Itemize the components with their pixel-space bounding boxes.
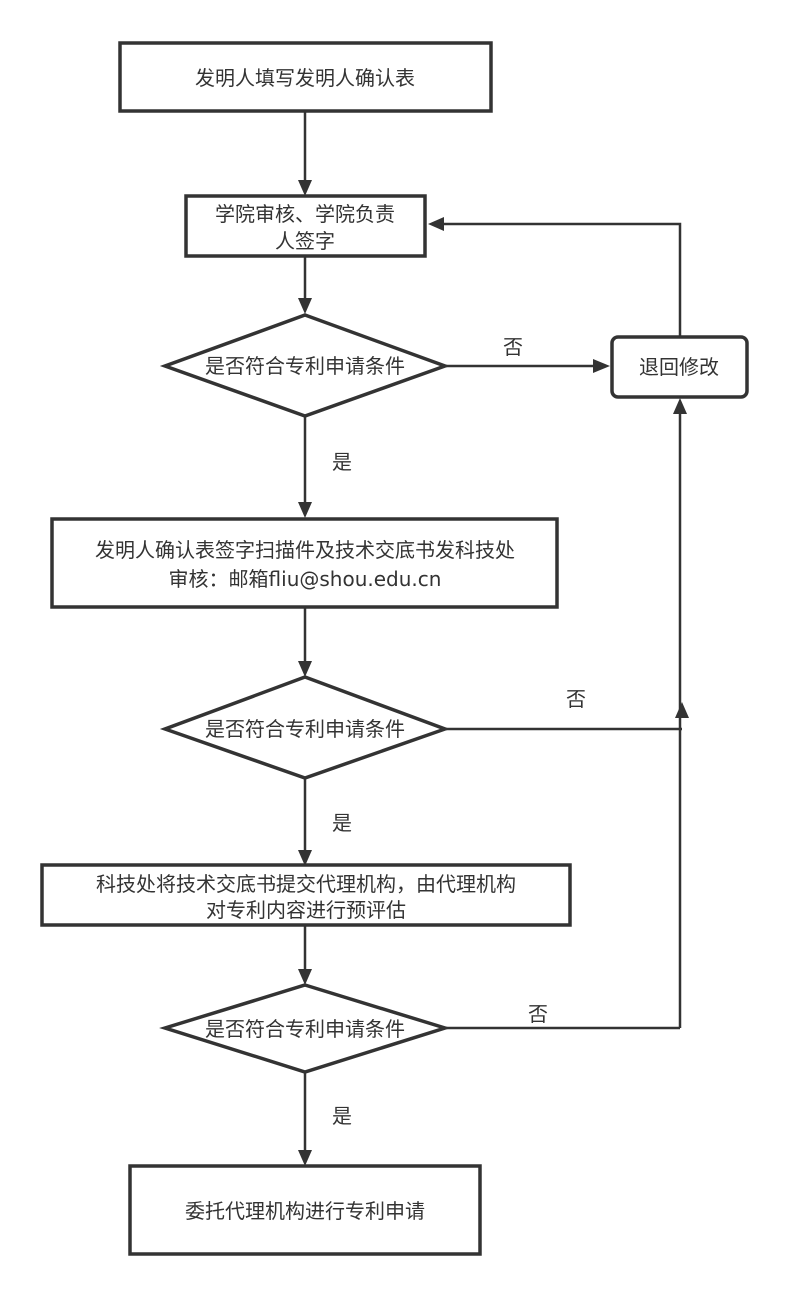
arrowhead-d3-n5 (298, 1150, 312, 1166)
edge-label-d2-yes: 是 (332, 811, 352, 835)
edge-label-d3-yes: 是 (332, 1104, 352, 1128)
arrowhead-d1-r (593, 359, 610, 373)
arrowhead-d1-n3 (298, 502, 312, 518)
node-d2: 是否符合专利申请条件 (159, 675, 451, 780)
arrowhead-d2-trunk (675, 702, 689, 718)
arrowhead-r-n2 (428, 217, 444, 231)
node-n1-label: 发明人填写发明人确认表 (195, 66, 415, 90)
node-n4-box (40, 863, 572, 927)
arrowhead-n4-d3 (298, 969, 312, 985)
node-n2: 学院审核、学院负责 人签字 (184, 194, 427, 258)
node-d3-label: 是否符合专利申请条件 (205, 1017, 405, 1041)
edge-label-d2-no: 否 (566, 687, 586, 711)
edge-label-d1-yes: 是 (332, 450, 352, 474)
node-n4: 科技处将技术交底书提交代理机构，由代理机构 对专利内容进行预评估 (40, 863, 572, 927)
node-n5: 委托代理机构进行专利申请 (128, 1164, 482, 1256)
node-d1: 是否符合专利申请条件 (159, 313, 451, 418)
node-n1-box (118, 41, 493, 113)
arrowhead-n1-n2 (298, 180, 312, 196)
node-n2-label-line1: 学院审核、学院负责 (215, 202, 395, 226)
node-d3-diamond (159, 983, 451, 1074)
node-n4-label-line1: 科技处将技术交底书提交代理机构，由代理机构 (96, 872, 516, 896)
edge-label-d1-no: 否 (503, 335, 523, 359)
node-d3: 是否符合专利申请条件 (159, 983, 451, 1074)
arrowhead-n3-d2 (298, 661, 312, 677)
node-n3: 发明人确认表签字扫描件及技术交底书发科技处 审核：邮箱fliu@shou.edu… (50, 517, 559, 609)
node-n5-box (128, 1164, 482, 1256)
node-n5-label: 委托代理机构进行专利申请 (185, 1199, 425, 1223)
node-n3-label-line1: 发明人确认表签字扫描件及技术交底书发科技处 (95, 538, 515, 562)
node-n3-label-line2: 审核：邮箱fliu@shou.edu.cn (169, 567, 442, 591)
node-n2-label-line2: 人签字 (275, 229, 335, 253)
edge-labels: 否 是 否 是 否 是 (332, 335, 586, 1128)
edge-r-n2 (444, 222, 682, 338)
node-r-label: 退回修改 (639, 355, 719, 379)
arrowhead-n2-d1 (298, 298, 312, 314)
node-n4-label-line2: 对专利内容进行预评估 (206, 898, 406, 922)
edges (298, 111, 689, 1166)
node-d2-diamond (159, 675, 451, 780)
node-r: 退回修改 (610, 335, 749, 399)
node-d2-label: 是否符合专利申请条件 (205, 717, 405, 741)
node-n3-box (50, 517, 559, 609)
node-n2-box (184, 194, 427, 258)
node-r-box (610, 335, 749, 399)
node-d1-label: 是否符合专利申请条件 (205, 354, 405, 378)
arrowhead-d2-n4 (298, 850, 312, 866)
arrowhead-trunk-r (673, 398, 687, 414)
edge-label-d3-no: 否 (528, 1002, 548, 1026)
node-n1: 发明人填写发明人确认表 (118, 41, 493, 113)
node-d1-diamond (159, 313, 451, 418)
